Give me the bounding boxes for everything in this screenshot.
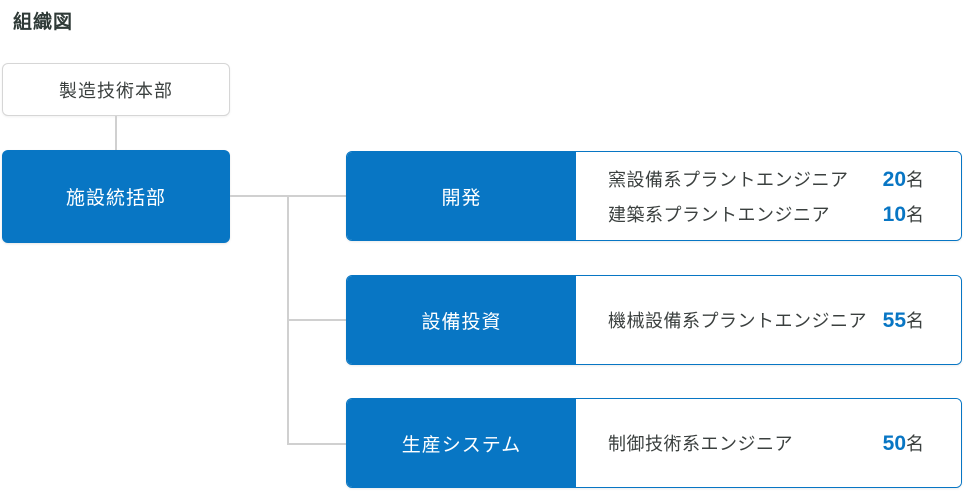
- org-row-capital-investment-label: 設備投資: [347, 276, 576, 364]
- org-box-root: 製造技術本部: [2, 63, 230, 116]
- staff-count-unit: 名: [906, 434, 924, 454]
- staff-count-number: 55: [882, 309, 906, 332]
- row-label-text: 設備投資: [421, 311, 502, 333]
- staff-count-unit: 名: [906, 311, 924, 331]
- connector-root-to-division: [115, 116, 117, 150]
- connector-branch-row-3: [287, 443, 346, 445]
- org-row-development: 開発 窯設備系プラントエンジニア 20名 建築系プラントエンジニア 10名: [346, 151, 962, 241]
- staff-count-number: 20: [882, 167, 906, 191]
- org-row-production-system-label: 生産システム: [347, 399, 576, 487]
- staff-count-number: 10: [882, 202, 906, 226]
- row-label-text: 開発: [441, 187, 482, 209]
- org-row-capital-investment-body: 機械設備系プラントエンジニア 55名: [576, 276, 961, 364]
- staff-role: 窯設備系プラントエンジニア: [608, 169, 849, 190]
- staff-count: 10名: [883, 201, 924, 227]
- staff-role: 制御技術系エンジニア: [608, 434, 793, 454]
- org-row-development-label: 開発: [347, 152, 576, 240]
- staff-entry: 建築系プラントエンジニア 10名: [608, 201, 924, 227]
- org-row-development-body: 窯設備系プラントエンジニア 20名 建築系プラントエンジニア 10名: [576, 152, 961, 240]
- org-box-division-label: 施設統括部: [65, 188, 166, 209]
- connector-branch-row-2: [287, 319, 346, 321]
- staff-entry: 制御技術系エンジニア 50名: [608, 430, 924, 456]
- staff-count: 55名: [883, 307, 924, 333]
- staff-count-number: 50: [882, 432, 906, 455]
- staff-count-unit: 名: [906, 204, 924, 225]
- org-box-division: 施設統括部: [2, 150, 230, 243]
- staff-entry: 機械設備系プラントエンジニア 55名: [608, 307, 924, 333]
- staff-count: 50名: [883, 430, 924, 456]
- org-row-production-system-body: 制御技術系エンジニア 50名: [576, 399, 961, 487]
- org-row-capital-investment: 設備投資 機械設備系プラントエンジニア 55名: [346, 275, 962, 365]
- org-row-production-system: 生産システム 制御技術系エンジニア 50名: [346, 398, 962, 488]
- org-box-root-label: 製造技術本部: [59, 80, 173, 101]
- row-label-text: 生産システム: [401, 434, 522, 456]
- staff-role: 建築系プラントエンジニア: [608, 204, 830, 225]
- staff-count-unit: 名: [906, 169, 924, 190]
- staff-entry: 窯設備系プラントエンジニア 20名: [608, 166, 924, 192]
- staff-role: 機械設備系プラントエンジニア: [608, 311, 867, 331]
- page-title: 組織図: [13, 12, 74, 33]
- staff-count: 20名: [883, 166, 924, 192]
